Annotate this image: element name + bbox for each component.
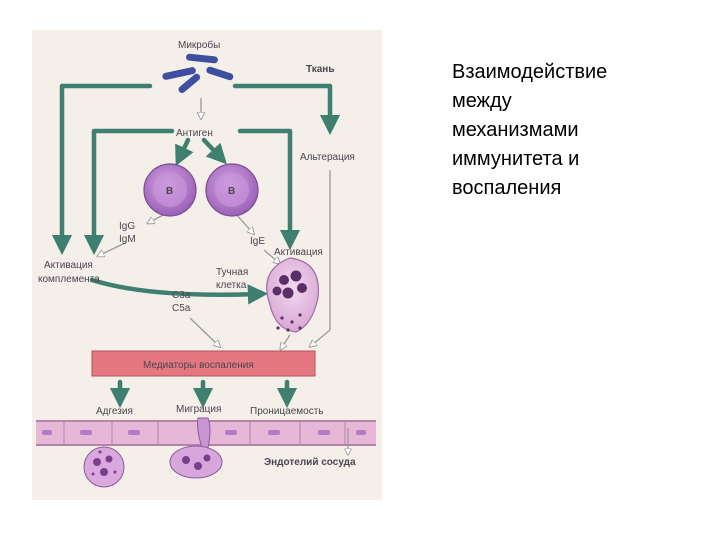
arrow-antigen-to-b1 (175, 137, 194, 167)
slide-title: Взаимодействие между механизмами иммунит… (452, 58, 702, 203)
b-cell-left (143, 163, 197, 217)
arrow-c3a-to-mediators (189, 317, 218, 345)
label-igg: IgG (119, 221, 135, 232)
arrow-antigen-to-complement (83, 128, 175, 256)
arrow-microbes-to-complement (51, 83, 153, 256)
adhering-leukocyte (83, 446, 125, 488)
slide-title-line-3: механизмами (452, 119, 579, 141)
label-c3a: С3а (172, 290, 191, 301)
b-cell-right (205, 163, 259, 217)
arrow-alteration-to-mediators (312, 170, 331, 345)
label-adhesion: Адгезия (96, 406, 133, 417)
label-permeability: Проницаемость (250, 406, 324, 417)
slide-title-line-1: Взаимодействие (452, 61, 608, 83)
label-mediators: Медиаторы воспаления (143, 360, 254, 371)
mast-cell (266, 257, 320, 333)
arrow-microbes-to-alteration (232, 83, 341, 136)
label-b-cell-right: B (228, 186, 235, 197)
white-arrows (100, 98, 331, 347)
mediators-bar (91, 350, 316, 377)
arrow-antigen-to-b2 (201, 137, 227, 165)
label-alteration: Альтерация (300, 152, 355, 163)
arrow-b-to-ige (235, 213, 252, 232)
label-tissue: Ткань (306, 64, 334, 75)
label-migration: Миграция (176, 404, 221, 415)
arrow-ige-to-mast (263, 249, 278, 262)
label-ige: IgE (250, 236, 265, 247)
arrow-complement-to-mast (89, 277, 269, 305)
microbes-icon (162, 53, 234, 93)
slide-title-line-4: иммунитета и (452, 148, 580, 170)
green-arrows (51, 83, 341, 409)
label-complement-activation-1: Активация (44, 260, 93, 271)
label-mast-cell-2: клетка (216, 280, 247, 291)
label-c5a: С5а (172, 303, 191, 314)
label-b-cell-left: B (166, 186, 173, 197)
migrating-leukocyte (169, 417, 223, 479)
arrow-mast-to-mediators (282, 334, 291, 347)
slide-title-line-2: между (452, 90, 512, 112)
label-endothelium: Эндотелий сосуда (264, 457, 356, 468)
label-complement-activation-2: комплемента (38, 274, 100, 285)
label-igm: IgM (119, 234, 136, 245)
label-antigen: Антиген (176, 128, 213, 139)
arrow-igg-to-complement (100, 242, 126, 255)
label-microbes: Микробы (178, 39, 220, 51)
slide-title-line-5: воспаления (452, 177, 562, 199)
label-mast-cell-1: Тучная (216, 267, 248, 278)
label-activation: Активация (274, 247, 323, 258)
arrow-antigen-to-ige (237, 128, 301, 251)
